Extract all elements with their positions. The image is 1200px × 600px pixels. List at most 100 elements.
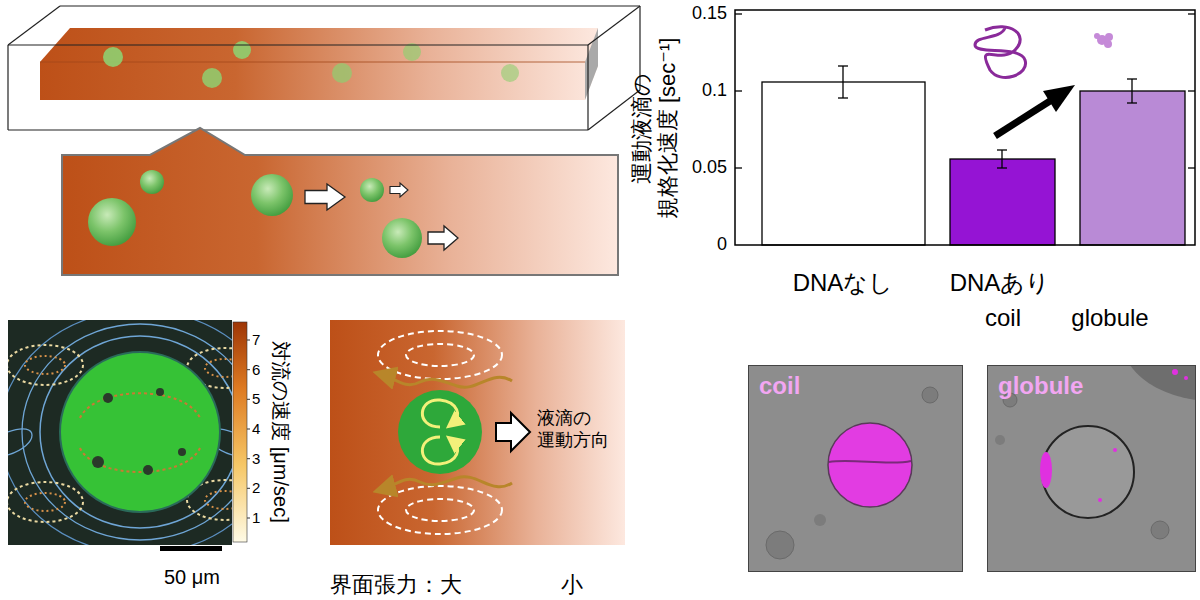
bar-chart <box>735 13 742 14</box>
zoom-callout <box>62 128 618 275</box>
channel-illustration <box>8 6 60 45</box>
bar-chart <box>838 65 848 66</box>
bar-chart <box>995 101 1050 136</box>
fluorescence-micrographs <box>748 365 963 572</box>
channel-illustration <box>8 129 588 130</box>
bar-chart <box>735 90 742 91</box>
mechanism-schematic <box>422 437 457 464</box>
micrograph-panel: globule <box>987 365 1196 572</box>
channel-illustration <box>587 45 588 130</box>
bar-chart <box>1104 40 1112 48</box>
mechanism-schematic <box>384 477 512 489</box>
channel-illustration <box>7 45 8 130</box>
flow-micrograph <box>233 322 247 542</box>
flow-micrograph <box>0 310 280 554</box>
channel-illustration <box>60 5 640 6</box>
bar-chart <box>1001 150 1002 168</box>
flow-micrograph <box>205 491 232 509</box>
flow-micrograph <box>247 429 250 430</box>
flow-micrograph <box>178 448 186 456</box>
fluorescence-micrographs <box>1184 376 1188 380</box>
flow-micrograph <box>25 356 65 374</box>
bar-chart <box>735 10 1195 245</box>
flow-micrograph <box>92 456 104 468</box>
flow-micrograph <box>247 340 250 518</box>
tension-label: 小 <box>561 572 583 598</box>
fluorescence-micrographs <box>1172 369 1178 375</box>
flow-micrograph <box>8 429 32 455</box>
bar-chart <box>735 14 1195 168</box>
zoom-callout <box>382 218 422 258</box>
channel-illustration <box>332 63 352 83</box>
bar-chart <box>842 66 843 98</box>
tension-label: 界面張力：大 <box>330 572 462 598</box>
flow-micrograph <box>8 320 232 545</box>
flow-micrograph <box>40 336 232 528</box>
axis-tick-label: 0.15 <box>692 3 727 25</box>
zoom-callout <box>428 226 458 250</box>
axis-tick-label: 0.05 <box>692 157 727 179</box>
mechanism-schematic <box>406 499 474 521</box>
flow-micrograph <box>8 345 83 385</box>
flow-micrograph <box>247 340 250 341</box>
mechanism-schematic <box>384 375 512 387</box>
fluorescence-micrographs <box>748 365 1196 572</box>
bar-chart <box>1127 78 1137 79</box>
channel-illustration <box>103 47 123 67</box>
fluorescence-micrographs <box>1040 452 1052 488</box>
bar-chart <box>1188 13 1195 14</box>
bar-chart <box>1127 102 1137 103</box>
fluorescence-micrographs <box>766 531 794 559</box>
micrograph-panel: coil <box>748 365 963 572</box>
fluorescence-micrographs <box>814 514 826 526</box>
fluorescence-micrographs <box>1151 521 1169 539</box>
flow-micrograph <box>80 448 200 472</box>
panel-label: globule <box>998 372 1083 400</box>
bar-chart <box>1131 79 1132 103</box>
bar-chart <box>950 159 1055 245</box>
fluorescence-micrographs <box>1130 365 1196 400</box>
category-label: globule <box>1071 304 1148 333</box>
mechanism-schematic <box>398 390 482 474</box>
flow-micrograph <box>247 518 250 519</box>
channel-illustration <box>8 6 640 130</box>
bar-chart <box>762 82 925 245</box>
flow-micrograph <box>60 352 220 512</box>
bar-chart <box>838 66 1137 168</box>
bar-chart <box>997 149 1007 150</box>
flow-micrograph <box>247 488 250 489</box>
axis-tick-label: 0 <box>717 234 727 256</box>
flow-micrograph <box>8 320 232 545</box>
bar-chart <box>838 97 848 98</box>
flow-micrograph <box>8 482 83 522</box>
zoom-callout <box>88 198 136 246</box>
zoom-callout <box>360 178 384 202</box>
channel-illustration <box>501 64 519 82</box>
fluorescence-micrographs <box>922 387 938 403</box>
mechanism-schematic <box>406 344 474 366</box>
fluorescence-micrographs <box>1098 498 1102 502</box>
zoom-callout <box>140 170 164 194</box>
direction-label: 液滴の 運動方向 <box>537 408 632 451</box>
scale-bar-label: 50 μm <box>164 565 220 589</box>
axis-title: 運動液滴の 規格化速度 [sec⁻¹] <box>629 21 682 236</box>
colorbar-tick: 1 <box>252 509 260 527</box>
colorbar-tick: 2 <box>252 479 260 497</box>
channel-illustration <box>233 41 251 59</box>
category-label: DNAなし <box>793 269 894 298</box>
flow-micrograph <box>80 393 200 418</box>
colorbar-tick: 7 <box>252 331 260 349</box>
bar-chart <box>1080 91 1185 245</box>
zoom-callout <box>62 128 618 275</box>
fluorescence-micrographs <box>1042 426 1134 518</box>
bar-chart <box>1188 167 1195 168</box>
channel-illustration <box>8 6 640 130</box>
category-label: coil <box>985 304 1021 333</box>
mechanism-schematic <box>496 413 530 451</box>
bar-chart <box>1094 33 1100 39</box>
fluorescence-micrographs <box>987 365 1196 572</box>
flow-micrograph <box>25 493 65 511</box>
